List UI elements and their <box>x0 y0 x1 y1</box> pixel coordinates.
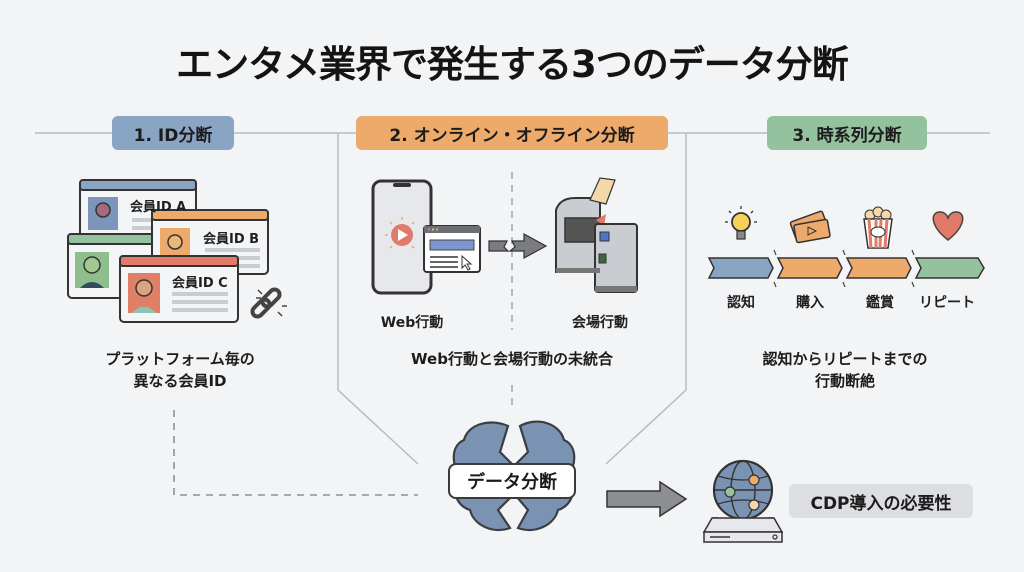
cdp-necessity-label: CDP導入の必要性 <box>789 484 973 518</box>
right-arrow-icon <box>606 480 688 518</box>
timeline-break-marks <box>773 249 915 288</box>
step-label-repeat: リピート <box>919 295 975 311</box>
card-label-b: 会員ID B <box>203 232 260 247</box>
ticket-gate-icon <box>555 177 638 293</box>
caption-line: 行動断絶 <box>814 372 875 390</box>
web-behavior-label: Web行動 <box>380 315 444 331</box>
broken-arrow-icon <box>488 232 548 260</box>
ticket-icon <box>789 210 831 244</box>
section-1-caption: プラットフォーム毎の 異なる会員ID <box>60 348 300 392</box>
id-to-center-dashed-line <box>173 410 418 496</box>
popcorn-icon <box>863 206 893 249</box>
id-card-icon <box>119 255 239 323</box>
section-3-caption: 認知からリピートまでの 行動断絶 <box>720 348 970 392</box>
section-2-caption: Web行動と会場行動の未統合 <box>411 350 613 368</box>
section-badge-timeline: 3. 時系列分断 <box>767 116 927 150</box>
broken-link-icon <box>250 287 287 319</box>
section-badge-id: 1. ID分断 <box>112 116 234 150</box>
browser-window-icon <box>423 225 481 273</box>
data-fragmentation-label: データ分断 <box>448 463 576 499</box>
timeline-segment-purchase <box>776 257 843 279</box>
section-badge-online-offline: 2. オンライン・オフライン分断 <box>356 116 668 150</box>
caption-line: 認知からリピートまでの <box>762 350 928 368</box>
step-label-purchase: 購入 <box>796 295 824 311</box>
step-label-viewing: 鑑賞 <box>866 295 894 311</box>
center-panel-right-edge <box>605 133 687 465</box>
caption-line: 異なる会員ID <box>133 372 227 390</box>
card-label-a: 会員ID A <box>130 200 187 215</box>
card-label-c: 会員ID C <box>172 276 228 291</box>
venue-behavior-label: 会場行動 <box>572 315 628 331</box>
timeline-segment-awareness <box>707 257 774 279</box>
network-server-icon <box>702 459 784 543</box>
page-title: エンタメ業界で発生する3つのデータ分断 <box>176 43 849 86</box>
center-panel-left-edge <box>337 133 419 465</box>
timeline-segment-repeat <box>914 257 985 279</box>
heart-icon <box>932 211 964 241</box>
timeline-segment-viewing <box>845 257 912 279</box>
step-label-awareness: 認知 <box>727 295 755 311</box>
lightbulb-icon <box>725 206 757 240</box>
caption-line: プラットフォーム毎の <box>105 350 255 368</box>
